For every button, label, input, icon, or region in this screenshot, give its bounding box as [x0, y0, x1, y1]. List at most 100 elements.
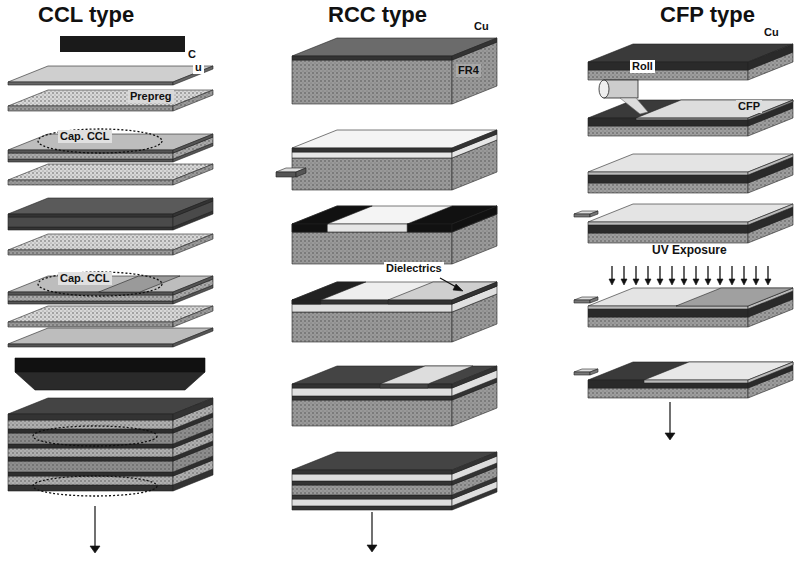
- layer-edge: [588, 233, 748, 243]
- flow-arrowhead: [665, 433, 675, 440]
- layer-label: C: [186, 48, 198, 61]
- flow-line: [371, 512, 372, 546]
- layer-edge: [8, 448, 173, 457]
- layer-texture: [292, 158, 452, 190]
- layer-patch-edge: [636, 118, 748, 120]
- uv-arrowhead: [609, 279, 615, 285]
- leader-line: [719, 266, 720, 280]
- layer-edge: [292, 300, 452, 304]
- layer-patch-side: [452, 282, 497, 304]
- layer-edge: [292, 495, 452, 499]
- layer-texture: [8, 461, 173, 472]
- uv-arrowhead: [741, 279, 747, 285]
- layer-texture: [292, 485, 452, 495]
- layer-edge: [588, 62, 748, 70]
- layer-texture: [8, 250, 173, 255]
- layer-edge: [8, 461, 173, 472]
- layer-edge: [8, 420, 173, 429]
- layer-side: [748, 44, 793, 70]
- layer-side: [173, 198, 213, 217]
- layer-texture: [8, 180, 173, 185]
- leader-line: [611, 266, 612, 280]
- layer-edge: [8, 301, 173, 304]
- layer-edge: [292, 304, 452, 312]
- layer-edge: [8, 344, 173, 347]
- uv-arrowhead: [717, 279, 723, 285]
- layer-edge: [8, 292, 173, 295]
- layer-side: [173, 276, 213, 295]
- layer-side: [173, 134, 213, 153]
- layer-texture: [588, 126, 748, 136]
- layer-side: [173, 306, 213, 327]
- layer-edge: [292, 499, 452, 506]
- leader-line: [635, 266, 636, 280]
- layer-patch: [292, 282, 366, 300]
- layer-edge: [8, 250, 173, 255]
- layer-side: [590, 211, 598, 217]
- column-heading: CCL type: [36, 2, 136, 27]
- press-plate: [15, 358, 205, 372]
- layer-edge: [8, 159, 173, 162]
- layer-edge: [292, 232, 452, 264]
- layer-edge: [8, 433, 173, 444]
- layer-patch-edge: [292, 224, 327, 232]
- uv-arrowhead: [753, 279, 759, 285]
- layer-edge: [8, 414, 173, 420]
- layer-label: UV Exposure: [650, 244, 729, 258]
- layer-edge: [8, 150, 173, 153]
- layer-edge: [8, 106, 173, 111]
- roll-end: [599, 80, 609, 98]
- layer-edge: [588, 309, 748, 317]
- film-feed: [620, 98, 648, 114]
- layer-patch: [292, 206, 372, 224]
- uv-arrowhead: [657, 279, 663, 285]
- layer-texture: [292, 232, 452, 264]
- layer-side: [296, 168, 306, 177]
- layer-texture: [8, 448, 173, 457]
- leader-line: [671, 266, 672, 280]
- layer-edge: [588, 225, 748, 233]
- layer-edge: [588, 183, 748, 193]
- press-plate: [15, 372, 205, 390]
- leader-line: [695, 266, 696, 280]
- layer-edge: [574, 300, 590, 303]
- layer-edge: [8, 227, 173, 230]
- flow-arrowhead: [367, 545, 377, 552]
- layer-edge: [292, 481, 452, 485]
- uv-arrowhead: [705, 279, 711, 285]
- layer-side: [173, 398, 213, 420]
- layer-patch-side: [748, 362, 793, 383]
- layer-label: Cu: [472, 20, 491, 33]
- layer-label: Cap. CCL: [58, 272, 112, 285]
- leader-line: [731, 266, 732, 280]
- layer-patch-edge: [644, 380, 748, 383]
- flow-arrowhead: [90, 546, 100, 553]
- layer-side: [748, 204, 793, 225]
- layer-edge: [292, 60, 452, 104]
- highlight-ellipse: [38, 129, 162, 153]
- uv-arrowhead: [693, 279, 699, 285]
- column-heading: CFP type: [658, 2, 757, 27]
- layer-edge: [8, 457, 173, 461]
- highlight-ellipse: [38, 272, 162, 296]
- layer-edge: [292, 224, 452, 232]
- column-heading: RCC type: [326, 2, 429, 27]
- layer-edge: [588, 126, 748, 136]
- uv-arrowhead: [729, 279, 735, 285]
- layer-texture: [8, 420, 173, 429]
- layer-label: Cu: [762, 26, 781, 39]
- layer-edge: [8, 295, 173, 301]
- layer-edge: [292, 152, 452, 158]
- layer-side: [590, 369, 598, 375]
- layer-side: [452, 452, 497, 474]
- press-plate: [60, 36, 185, 52]
- layer-edge: [8, 472, 173, 476]
- uv-arrowhead: [669, 279, 675, 285]
- layer-edge: [292, 506, 452, 510]
- layer-label: CFP: [736, 100, 762, 113]
- layer-edge: [588, 388, 748, 398]
- highlight-ellipse: [33, 476, 157, 496]
- layer-edge: [292, 56, 452, 60]
